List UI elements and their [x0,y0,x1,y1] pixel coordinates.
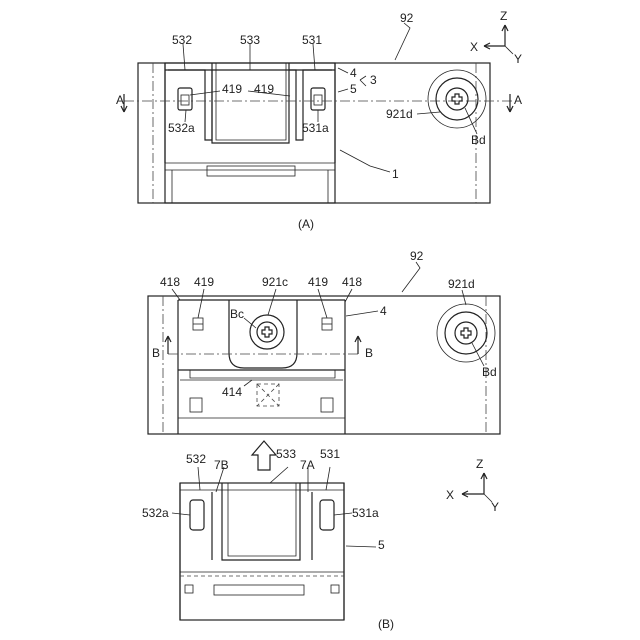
axes-a: Z X Y [470,9,522,66]
label-921c: 921c [262,275,288,289]
insertion-arrow-icon [252,441,276,470]
label-532-b: 532 [186,452,206,466]
label-533-b: 533 [276,447,296,461]
screw-bd [446,88,468,110]
screw-bc-cross-icon [262,327,272,337]
label-419-right: 419 [254,82,274,96]
component-1-slot [207,166,295,176]
axis-y-label: Y [514,52,522,66]
label-5: 5 [350,82,357,96]
label-7a: 7A [300,458,315,472]
label-5-b: 5 [378,538,385,552]
label-1: 1 [392,167,399,181]
label-419-right-b: 419 [308,275,328,289]
section-label-b-left: B [152,346,160,360]
label-531a-b: 531a [352,506,379,520]
plate-92-outline [148,296,500,434]
label-532a-b: 532a [142,506,169,520]
latch-531a [311,88,325,110]
caption-b: (B) [378,617,394,631]
axis-x-label-b: X [446,488,454,502]
boss-921d-outer [428,70,486,128]
label-7b: 7B [214,458,229,472]
section-label-a-right: A [514,93,522,107]
label-bd: Bd [471,133,486,147]
label-533: 533 [240,33,260,47]
axis-x-label: X [470,40,478,54]
label-532a: 532a [168,121,195,135]
connector-4-outline [165,63,335,163]
notch-414 [190,370,335,378]
label-532: 532 [172,33,192,47]
member-533 [212,63,289,143]
screw-bc [250,315,284,349]
member-533-b [222,483,300,560]
label-921d: 921d [386,107,413,121]
label-4-b: 4 [380,304,387,318]
component-5 [180,483,344,620]
axes-b: Z X Y [446,457,499,514]
label-92: 92 [400,11,414,25]
section-label-b-right: B [365,346,373,360]
label-418-right: 418 [342,275,362,289]
screw-bd [455,322,477,344]
screw-bd-cross-icon [452,94,462,104]
label-bc: Bc [230,307,244,321]
label-531: 531 [302,33,322,47]
panel-b: B B 92 418 419 921c 419 418 921d 4 Bc Bd… [142,249,500,631]
label-531a: 531a [302,121,329,135]
label-92-b: 92 [410,249,424,263]
label-4: 4 [350,66,357,80]
axis-z-label: Z [500,9,507,23]
axis-y-label-b: Y [491,500,499,514]
label-921d-b: 921d [448,277,475,291]
label-bd-b: Bd [482,365,497,379]
label-3: 3 [370,73,377,87]
boss-921d-inner [436,78,478,120]
label-418-left: 418 [160,275,180,289]
label-419-left: 419 [222,82,242,96]
section-label-a-left: A [116,93,124,107]
caption-a: (A) [298,217,314,231]
axis-z-label-b: Z [476,457,483,471]
latch-532a-b [190,500,204,530]
latch-531a-b [320,500,334,530]
label-419-left-b: 419 [194,275,214,289]
screw-bd-cross-icon [461,328,471,338]
latch-532a [178,88,192,110]
label-531-b: 531 [320,447,340,461]
panel-a: A A 92 532 533 531 4 5 3 419 419 532a 53… [116,9,522,231]
label-414: 414 [222,385,242,399]
